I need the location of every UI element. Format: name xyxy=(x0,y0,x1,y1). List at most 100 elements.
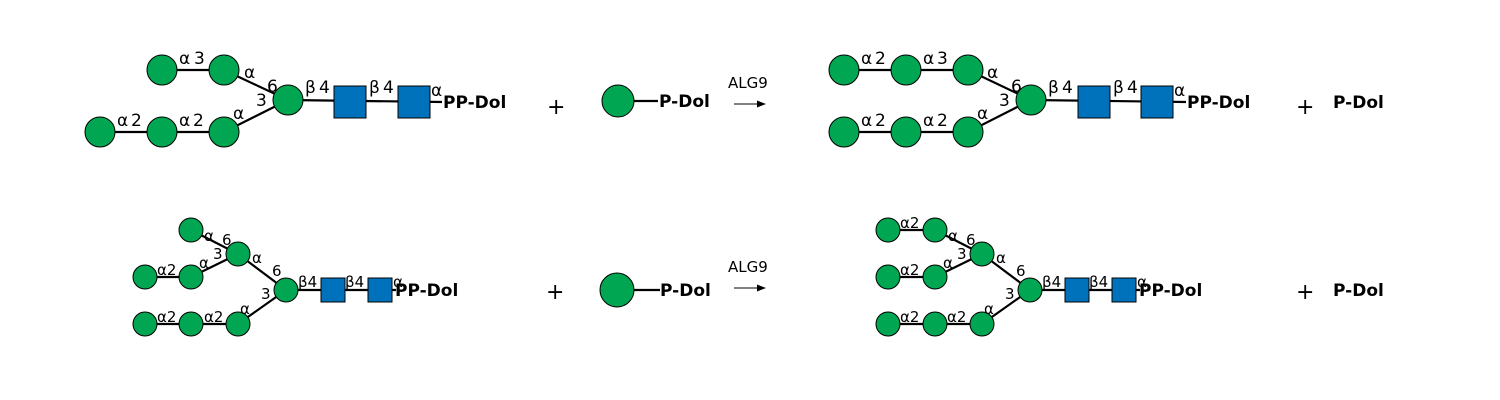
mannose-icon xyxy=(828,54,860,86)
linkage-label: β xyxy=(369,78,380,98)
mannose-icon xyxy=(875,217,901,243)
mannose-icon xyxy=(273,277,299,303)
mannose-icon xyxy=(178,311,204,337)
linkage-label: 6 xyxy=(1011,77,1022,97)
plus-sign: + xyxy=(547,95,565,120)
linkage-label: 2 xyxy=(131,111,142,131)
plus-sign: + xyxy=(1296,95,1314,120)
linkage-label: 6 xyxy=(966,231,976,249)
mannose-icon xyxy=(208,54,240,86)
linkage-label: α xyxy=(1137,273,1147,291)
linkage-label: α xyxy=(996,249,1006,267)
linkage-label: α xyxy=(393,273,403,291)
glcnac-icon xyxy=(1111,277,1137,303)
mannose-icon xyxy=(601,84,635,118)
glcnac-icon xyxy=(397,85,431,119)
mannose-icon xyxy=(146,116,178,148)
linkage-label: 3 xyxy=(261,285,271,303)
linkage-label: 2 xyxy=(875,111,886,131)
mannose-icon xyxy=(922,311,948,337)
mannose-icon xyxy=(599,272,635,308)
pp-dol-label: PP-Dol xyxy=(1187,93,1250,113)
linkage-label: α2 xyxy=(900,308,919,326)
linkage-label: α xyxy=(240,300,250,318)
linkage-label: 2 xyxy=(937,111,948,131)
pp-dol-label: PP-Dol xyxy=(1139,281,1202,301)
linkage-label: 4 xyxy=(1127,78,1138,98)
linkage-label: 6 xyxy=(267,77,278,97)
arrowhead-icon xyxy=(757,100,766,108)
reaction-1-arrow: ALG9 xyxy=(728,74,768,108)
linkage-label: α xyxy=(117,111,128,131)
linkage-label: 2 xyxy=(875,49,886,69)
plus-sign: + xyxy=(1296,280,1314,305)
linkage-label: α xyxy=(244,63,255,83)
glcnac-icon xyxy=(1077,85,1111,119)
linkage-label: α xyxy=(977,104,988,124)
reaction-2-product: α2 α 6 3 α2 α α 6 3 β4 β4 α α2 α2 α PP-D… xyxy=(875,214,1202,337)
glcnac-icon xyxy=(333,85,367,119)
linkage-label: 4 xyxy=(383,78,394,98)
linkage-label: 2 xyxy=(193,111,204,131)
glcnac-icon xyxy=(1140,85,1174,119)
linkage-label: α xyxy=(948,227,958,245)
reaction-1-donor: P-Dol xyxy=(601,84,710,118)
mannose-icon xyxy=(922,217,948,243)
linkage-label: α2 xyxy=(157,261,176,279)
linkage-label: β xyxy=(1113,78,1124,98)
linkage-label: α2 xyxy=(947,308,966,326)
mannose-icon xyxy=(84,116,116,148)
linkage-label: α xyxy=(861,111,872,131)
mannose-icon xyxy=(875,311,901,337)
linkage-label: 6 xyxy=(272,262,282,280)
linkage-label: 4 xyxy=(319,78,330,98)
mannose-icon xyxy=(952,54,984,86)
mannose-icon xyxy=(1017,277,1043,303)
linkage-label: β4 xyxy=(345,273,364,291)
linkage-label: β xyxy=(1048,78,1059,98)
linkage-label: α xyxy=(204,227,214,245)
reaction-1-product: α 2 α 3 α 6 3 β 4 β 4 α α α 2 α 2 PP-Dol xyxy=(828,49,1250,148)
p-dol-label: P-Dol xyxy=(1333,93,1384,113)
plus-sign: + xyxy=(546,280,564,305)
mannose-icon xyxy=(890,54,922,86)
linkage-label: α xyxy=(1174,81,1185,101)
mannose-icon xyxy=(952,116,984,148)
linkage-label: 3 xyxy=(194,49,205,69)
linkage-label: α xyxy=(987,63,998,83)
pp-dol-label: PP-Dol xyxy=(395,281,458,301)
linkage-label: α xyxy=(179,111,190,131)
mannose-icon xyxy=(272,84,304,116)
mannose-icon xyxy=(969,241,995,267)
linkage-label: 3 xyxy=(957,245,967,263)
mannose-icon xyxy=(922,264,948,290)
linkage-label: 4 xyxy=(1062,78,1073,98)
linkage-label: α2 xyxy=(157,308,176,326)
linkage-label: β4 xyxy=(1042,273,1061,291)
linkage-label: 3 xyxy=(213,245,223,263)
linkage-label: α xyxy=(233,104,244,124)
linkage-label: α2 xyxy=(204,308,223,326)
linkage-label: α xyxy=(199,254,209,272)
mannose-icon xyxy=(225,311,251,337)
linkage-label: α xyxy=(923,49,934,69)
linkage-label: β xyxy=(305,78,316,98)
mannose-icon xyxy=(890,116,922,148)
reaction-2-arrow: ALG9 xyxy=(728,258,768,292)
p-dol-label: P-Dol xyxy=(659,92,710,112)
mannose-icon xyxy=(1015,84,1047,116)
enzyme-label: ALG9 xyxy=(728,258,768,276)
linkage-label: 3 xyxy=(1005,285,1015,303)
mannose-icon xyxy=(875,264,901,290)
glcnac-icon xyxy=(320,277,346,303)
linkage-label: 6 xyxy=(222,231,232,249)
reaction-1-substrate: α 3 α 6 3 β 4 β 4 α α α 2 α 2 PP-Dol xyxy=(84,49,506,148)
reaction-2-substrate: α 6 3 α2 α α 6 3 β4 β4 α α2 α2 α PP-Dol xyxy=(132,217,458,337)
linkage-label: α xyxy=(252,249,262,267)
linkage-label: α xyxy=(923,111,934,131)
linkage-label: 3 xyxy=(937,49,948,69)
linkage-label: α xyxy=(179,49,190,69)
linkage-label: 3 xyxy=(999,91,1010,111)
linkage-label: β4 xyxy=(1089,273,1108,291)
